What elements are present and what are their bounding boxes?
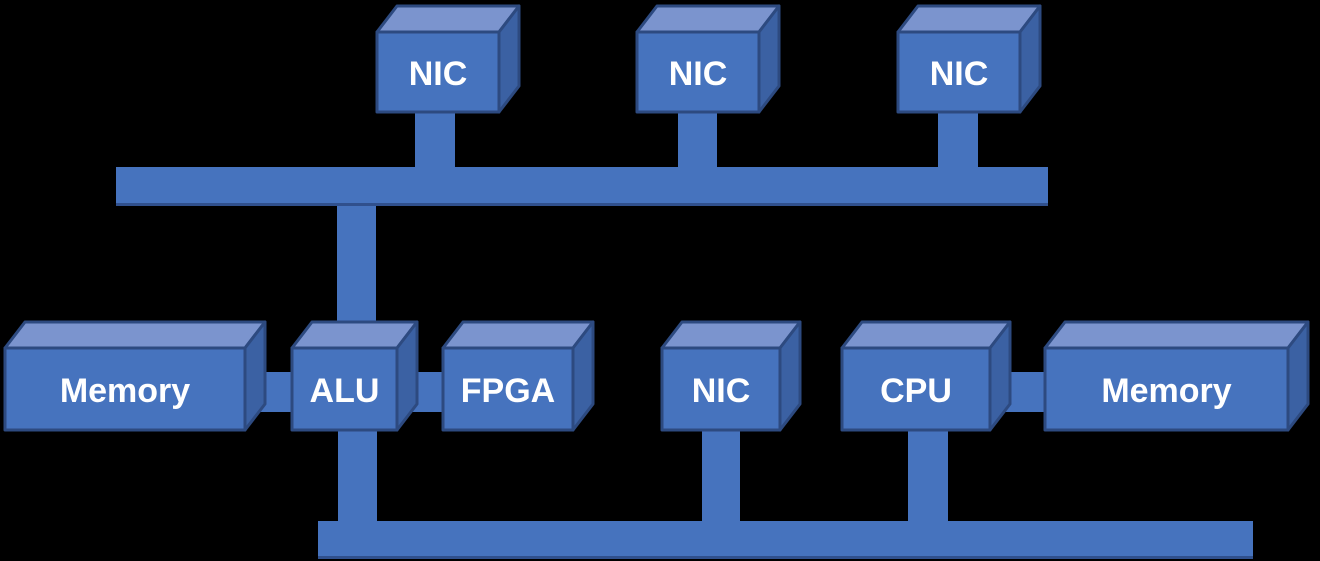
node-label-fpga: FPGA (461, 372, 555, 410)
node-memory-right-top-face (1043, 320, 1310, 350)
node-nic-top-1: NIC (375, 4, 521, 114)
node-cpu: CPU (840, 320, 1012, 432)
bus-bottom-bar (318, 521, 1253, 559)
node-cpu-top-face (840, 320, 1012, 350)
node-label-memory-left: Memory (60, 372, 190, 410)
node-nic-top-2-front-face (635, 30, 761, 114)
node-fpga: FPGA (441, 320, 595, 432)
connector-nic-top-1-to-bus (415, 108, 455, 170)
node-label-nic-top-2: NIC (669, 55, 728, 93)
node-label-nic-middle: NIC (692, 372, 751, 410)
node-nic-top-1-top-face (375, 4, 521, 34)
node-label-nic-top-3: NIC (930, 55, 989, 93)
connector-nic-to-bottom-bus (702, 424, 740, 525)
node-nic-top-3: NIC (896, 4, 1042, 114)
connector-nic-top-2-to-bus (678, 108, 717, 170)
node-memory-right: Memory (1043, 320, 1310, 432)
bus-top-edge (116, 203, 1048, 206)
node-nic-middle-front-face (660, 346, 782, 432)
node-alu-front-face (290, 346, 399, 432)
node-nic-top-2-top-face (635, 4, 781, 34)
node-nic-top-2: NIC (635, 4, 781, 114)
node-nic-middle-top-face (660, 320, 802, 350)
connector-nic-top-3-to-bus (938, 108, 978, 170)
node-nic-top-1-front-face (375, 30, 501, 114)
node-nic-middle: NIC (660, 320, 802, 432)
node-memory-right-front-face (1043, 346, 1290, 432)
node-cpu-front-face (840, 346, 992, 432)
node-memory-left-top-face (3, 320, 267, 350)
node-label-nic-top-1: NIC (409, 55, 468, 93)
node-alu: ALU (290, 320, 419, 432)
node-label-memory-right: Memory (1101, 372, 1231, 410)
node-nic-top-3-front-face (896, 30, 1022, 114)
node-memory-left: Memory (3, 320, 267, 432)
node-fpga-front-face (441, 346, 575, 432)
node-label-alu: ALU (310, 372, 380, 410)
connector-alu-to-bottom-bus (338, 424, 377, 525)
connector-cpu-to-bottom-bus (908, 424, 948, 525)
bus-bottom-edge (318, 556, 1253, 559)
node-fpga-top-face (441, 320, 595, 350)
node-memory-left-front-face (3, 346, 247, 432)
bus-bottom (318, 521, 1253, 559)
bus-top-bar (116, 167, 1048, 206)
node-nic-top-3-top-face (896, 4, 1042, 34)
bus-top (116, 167, 1048, 206)
node-label-cpu: CPU (880, 372, 952, 410)
